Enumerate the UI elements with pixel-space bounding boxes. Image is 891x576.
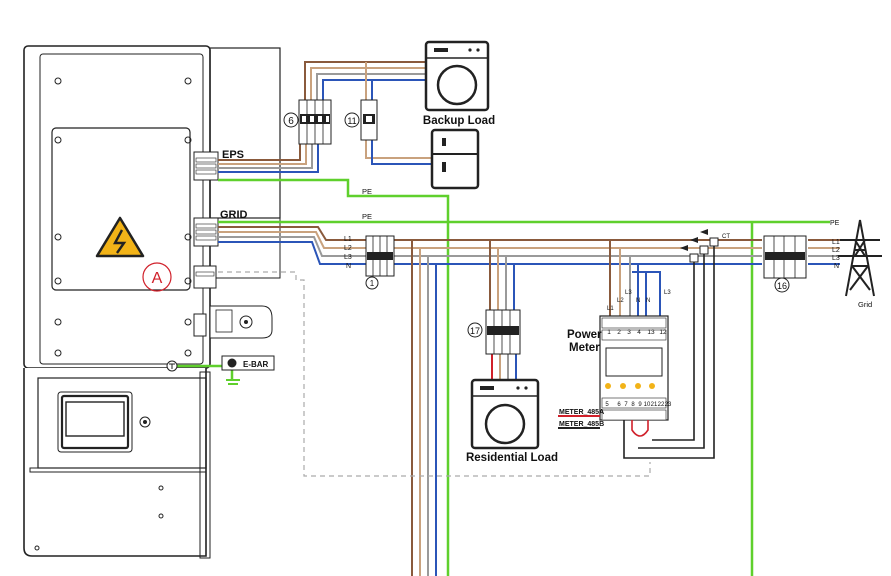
svg-text:22: 22 (658, 402, 665, 408)
breaker-17 (485, 309, 521, 355)
meter-wire-labels: L1 L2 L3 N N L3 (607, 290, 671, 312)
svg-text:23: 23 (665, 402, 672, 408)
ct-label: CT (722, 234, 730, 240)
ct-clamps (680, 229, 719, 263)
breaker-17-number: 17 (470, 326, 480, 336)
svg-text:L1: L1 (344, 236, 352, 243)
breaker-1-number: 1 (370, 279, 375, 288)
svg-text:N: N (834, 263, 839, 270)
washing-machine-icon (424, 40, 490, 112)
fridge-icon (430, 128, 480, 190)
breaker-16-number: 16 (777, 281, 787, 291)
grid-wires (218, 226, 840, 576)
svg-text:L1: L1 (607, 306, 614, 312)
meter-terminals-bottom: 5 6 7 8 9 10 21 22 23 (605, 402, 672, 408)
marker-a-circle (142, 262, 172, 292)
rs485-wires (558, 415, 600, 429)
backup-load-label: Backup Load (423, 115, 495, 127)
breaker-6 (298, 99, 332, 145)
breaker-1 (365, 235, 395, 277)
grid-label: Grid (858, 300, 872, 309)
svg-text:2: 2 (617, 329, 621, 336)
power-meter-label-2: Meter (569, 342, 600, 354)
svg-text:13: 13 (647, 329, 655, 336)
breaker-6-number: 6 (288, 116, 294, 127)
breaker-6-number-circle (283, 112, 299, 128)
earth-symbol-icon (226, 379, 240, 385)
breaker-11 (360, 99, 378, 141)
residential-washer-icon (470, 378, 540, 450)
svg-text:L3: L3 (664, 290, 671, 296)
breaker-11-number-circle (344, 112, 360, 128)
backup-load-wires (304, 61, 433, 168)
meter-485b-label: METER_485B (559, 421, 604, 428)
phase-labels-left: L1 L2 L3 N (344, 236, 352, 270)
residential-load-label: Residential Load (466, 452, 558, 464)
warning-icon (95, 216, 145, 258)
ground-icon (166, 360, 178, 372)
breaker-17-number-circle (467, 322, 483, 338)
pe-label-mid: PE (362, 212, 372, 221)
marker-a-label: A (152, 270, 163, 287)
svg-text:L3: L3 (832, 255, 840, 262)
grid-tower-icon (838, 219, 882, 297)
svg-text:L1: L1 (832, 239, 840, 246)
svg-text:6: 6 (617, 402, 621, 408)
svg-text:1: 1 (607, 329, 611, 336)
inverter-unit: A (23, 45, 281, 559)
ct-wires (623, 246, 715, 459)
eps-label: EPS (222, 149, 244, 161)
breaker-11-number: 11 (347, 116, 356, 126)
pe-wires (168, 178, 830, 576)
pe-label-top: PE (362, 187, 372, 196)
svg-text:3: 3 (627, 329, 631, 336)
meter-terminals-top: 1 2 3 4 13 12 (607, 329, 667, 336)
breaker-1-number-circle (365, 276, 379, 290)
meter-485a-label: METER_485A (559, 409, 604, 416)
power-meter (599, 315, 669, 421)
svg-text:N: N (636, 298, 640, 304)
svg-text:9: 9 (638, 402, 642, 408)
comm-dashed-line (218, 271, 651, 477)
svg-text:21: 21 (651, 402, 658, 408)
breaker-16 (763, 235, 807, 279)
e-bar-label: E-BAR (243, 360, 269, 369)
phase-labels-right: PE L1 L2 L3 N (830, 220, 840, 270)
svg-text:L2: L2 (344, 245, 352, 252)
svg-text:L3: L3 (625, 290, 632, 296)
svg-text:4: 4 (637, 329, 641, 336)
grid-port-label: GRID (220, 209, 248, 221)
svg-text:PE: PE (830, 220, 840, 227)
e-bar (221, 355, 275, 371)
svg-text:L2: L2 (617, 298, 624, 304)
svg-text:5: 5 (605, 402, 609, 408)
breaker-16-number-circle (774, 277, 790, 293)
svg-text:7: 7 (624, 402, 628, 408)
svg-text:10: 10 (644, 402, 651, 408)
power-meter-label-1: Power (567, 329, 602, 341)
svg-text:L2: L2 (832, 247, 840, 254)
svg-text:12: 12 (659, 329, 667, 336)
svg-text:8: 8 (631, 402, 635, 408)
svg-text:L3: L3 (344, 254, 352, 261)
svg-text:N: N (646, 298, 650, 304)
svg-text:N: N (346, 263, 351, 270)
